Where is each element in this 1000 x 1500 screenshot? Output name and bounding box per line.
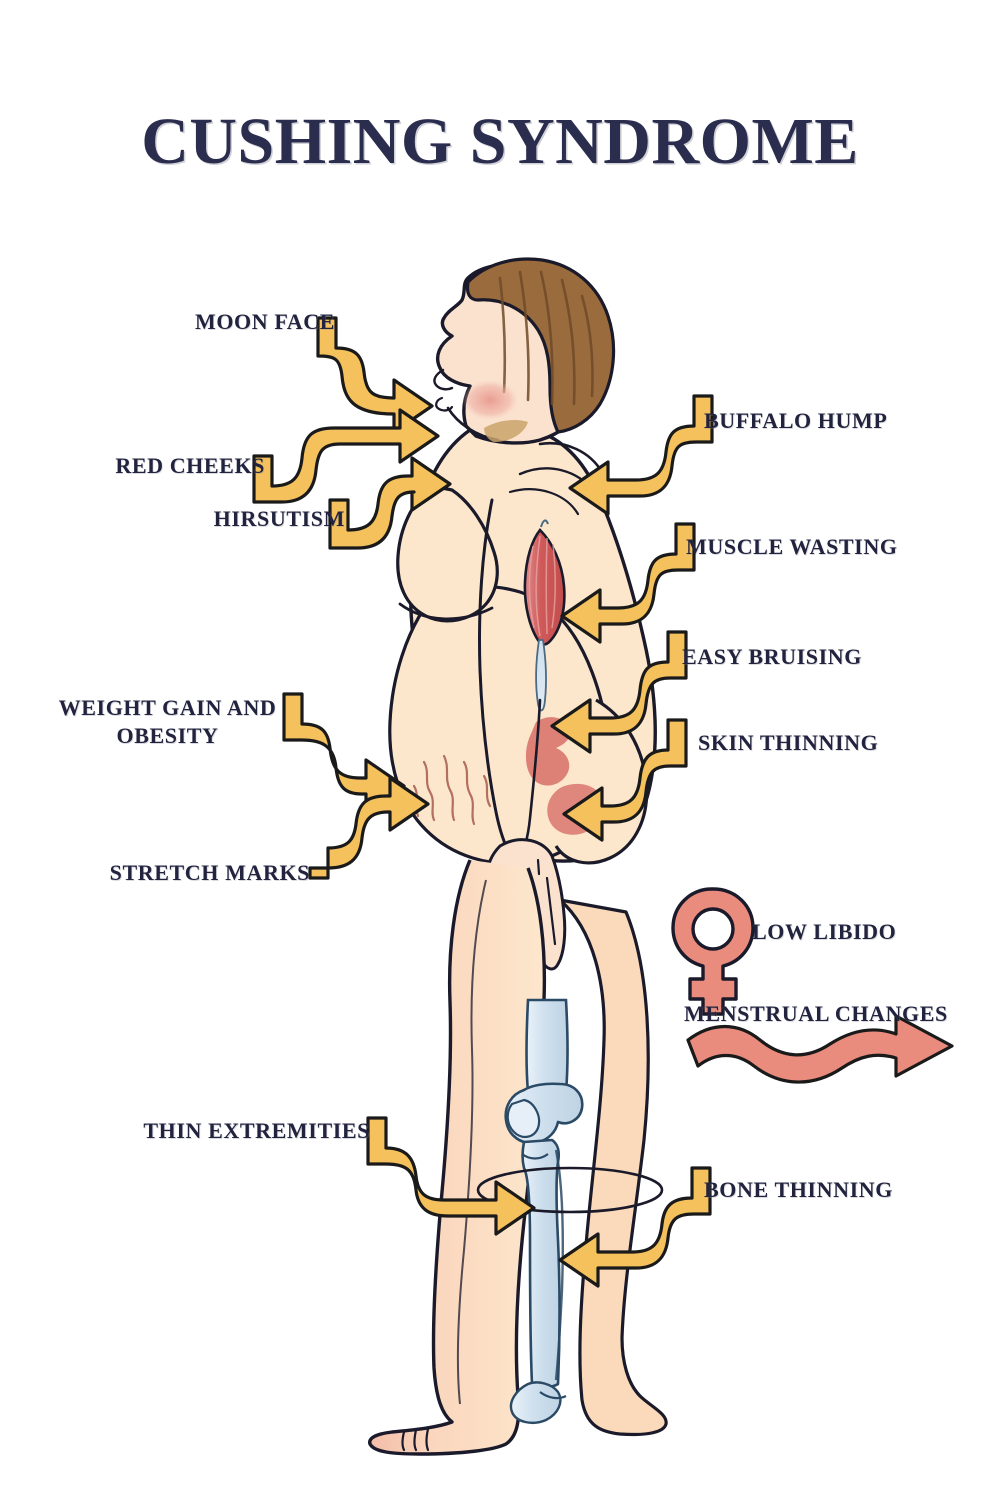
facial-hair-patch — [484, 420, 528, 442]
arrow-easy-bruising — [550, 630, 688, 754]
arrow-buffalo-hump — [568, 394, 714, 516]
arrow-bone-thinning — [558, 1166, 712, 1288]
arrow-stretch-marks — [308, 776, 430, 880]
arrow-moon-face — [316, 316, 434, 434]
label-bone-thinning[interactable]: BONE THINNING — [704, 1177, 893, 1202]
label-weight-gain-and-obesity[interactable]: WEIGHT GAIN AND OBESITY — [58, 695, 277, 748]
arm-and-hand — [478, 498, 567, 971]
arrow-red-cheeks — [252, 408, 440, 504]
label-red-cheeks[interactable]: RED CHEEKS — [115, 453, 265, 478]
arrow-muscle-wasting — [560, 522, 696, 644]
label-low-libido[interactable]: LOW LIBIDO — [752, 919, 897, 944]
label-muscle-wasting[interactable]: MUSCLE WASTING — [686, 534, 898, 559]
skin-thinning-patch-lower — [547, 783, 605, 835]
hair — [465, 257, 616, 434]
arrow-weight-gain — [282, 692, 406, 814]
red-cheek-blush — [462, 380, 518, 420]
label-hirsutism[interactable]: HIRSUTISM — [213, 506, 345, 531]
label-easy-bruising[interactable]: EASY BRUISING — [682, 644, 862, 669]
arrow-thin-extremities — [366, 1116, 536, 1236]
label-stretch-marks[interactable]: STRETCH MARKS — [109, 860, 310, 885]
easy-bruising-patch-upper — [525, 717, 571, 786]
buffalo-hump — [508, 441, 604, 516]
near-leg — [368, 859, 547, 1456]
arrow-skin-thinning — [562, 718, 688, 842]
bone-thinning-illustration — [476, 998, 664, 1424]
body-silhouette — [388, 262, 657, 866]
label-buffalo-hump[interactable]: BUFFALO HUMP — [704, 408, 888, 433]
muscle-wasting-illustration — [523, 519, 566, 712]
far-leg — [558, 898, 668, 1437]
label-skin-thinning[interactable]: SKIN THINNING — [698, 730, 879, 755]
bone-thinning-ring — [476, 1166, 664, 1214]
female-gender-icon — [671, 887, 755, 1016]
label-menstrual-changes[interactable]: MENSTRUAL CHANGES — [684, 1001, 948, 1026]
arrow-hirsutism — [328, 456, 452, 550]
stretch-marks-illustration — [412, 754, 492, 826]
label-thin-extremities[interactable]: THIN EXTREMITIES — [143, 1118, 370, 1143]
page-title: CUSHING SYNDROME — [141, 105, 859, 178]
label-moon-face[interactable]: MOON FACE — [194, 309, 335, 334]
